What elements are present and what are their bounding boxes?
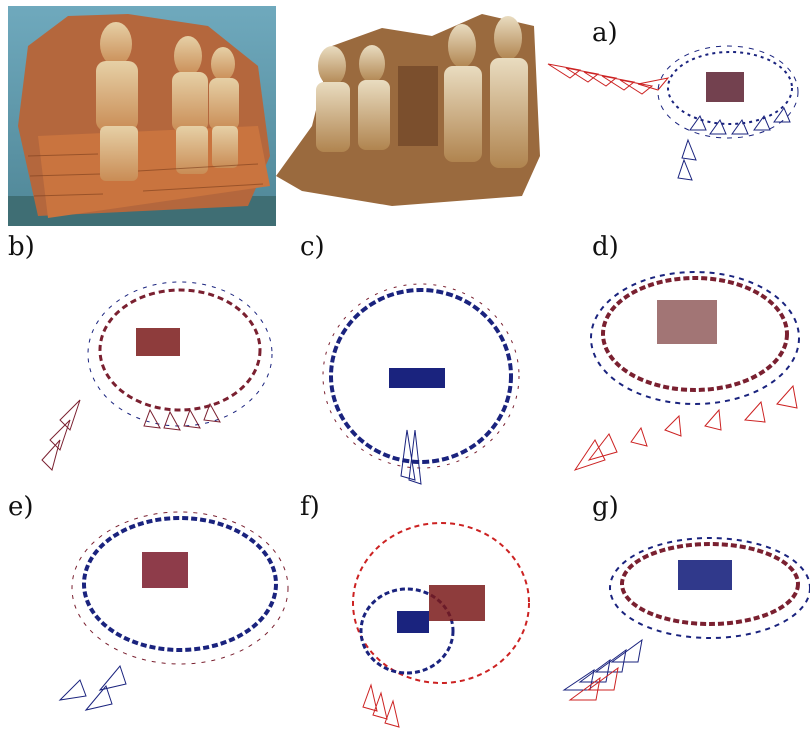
- camera-trajectory-e: [50, 510, 290, 730]
- camera-trajectory-a: [540, 30, 810, 200]
- panel-e-camera-plot: [50, 510, 290, 730]
- panel-label-f: f): [300, 494, 320, 520]
- panel-label-g: g): [592, 494, 619, 520]
- panel-label-c: c): [300, 234, 325, 260]
- panel-g-camera-plot: [560, 530, 810, 720]
- statue-photo: [8, 6, 276, 226]
- panel-c-camera-plot: [315, 280, 535, 490]
- panel-label-d: d): [592, 234, 619, 260]
- panel-d-camera-plot: [565, 270, 810, 490]
- camera-trajectory-c: [315, 280, 535, 490]
- camera-trajectory-f: [345, 515, 550, 730]
- photo-panel: [8, 6, 276, 226]
- reconstruction-render-panel: [272, 6, 544, 216]
- panel-label-e: e): [8, 494, 34, 520]
- reconstructed-model: [272, 6, 544, 216]
- camera-trajectory-d: [565, 270, 810, 490]
- panel-b-camera-plot: [40, 270, 280, 490]
- panel-a-camera-plot: [540, 30, 810, 200]
- panel-label-b: b): [8, 234, 35, 260]
- camera-trajectory-b: [40, 270, 280, 490]
- camera-trajectory-g: [560, 530, 810, 720]
- panel-f-camera-plot: [345, 515, 550, 730]
